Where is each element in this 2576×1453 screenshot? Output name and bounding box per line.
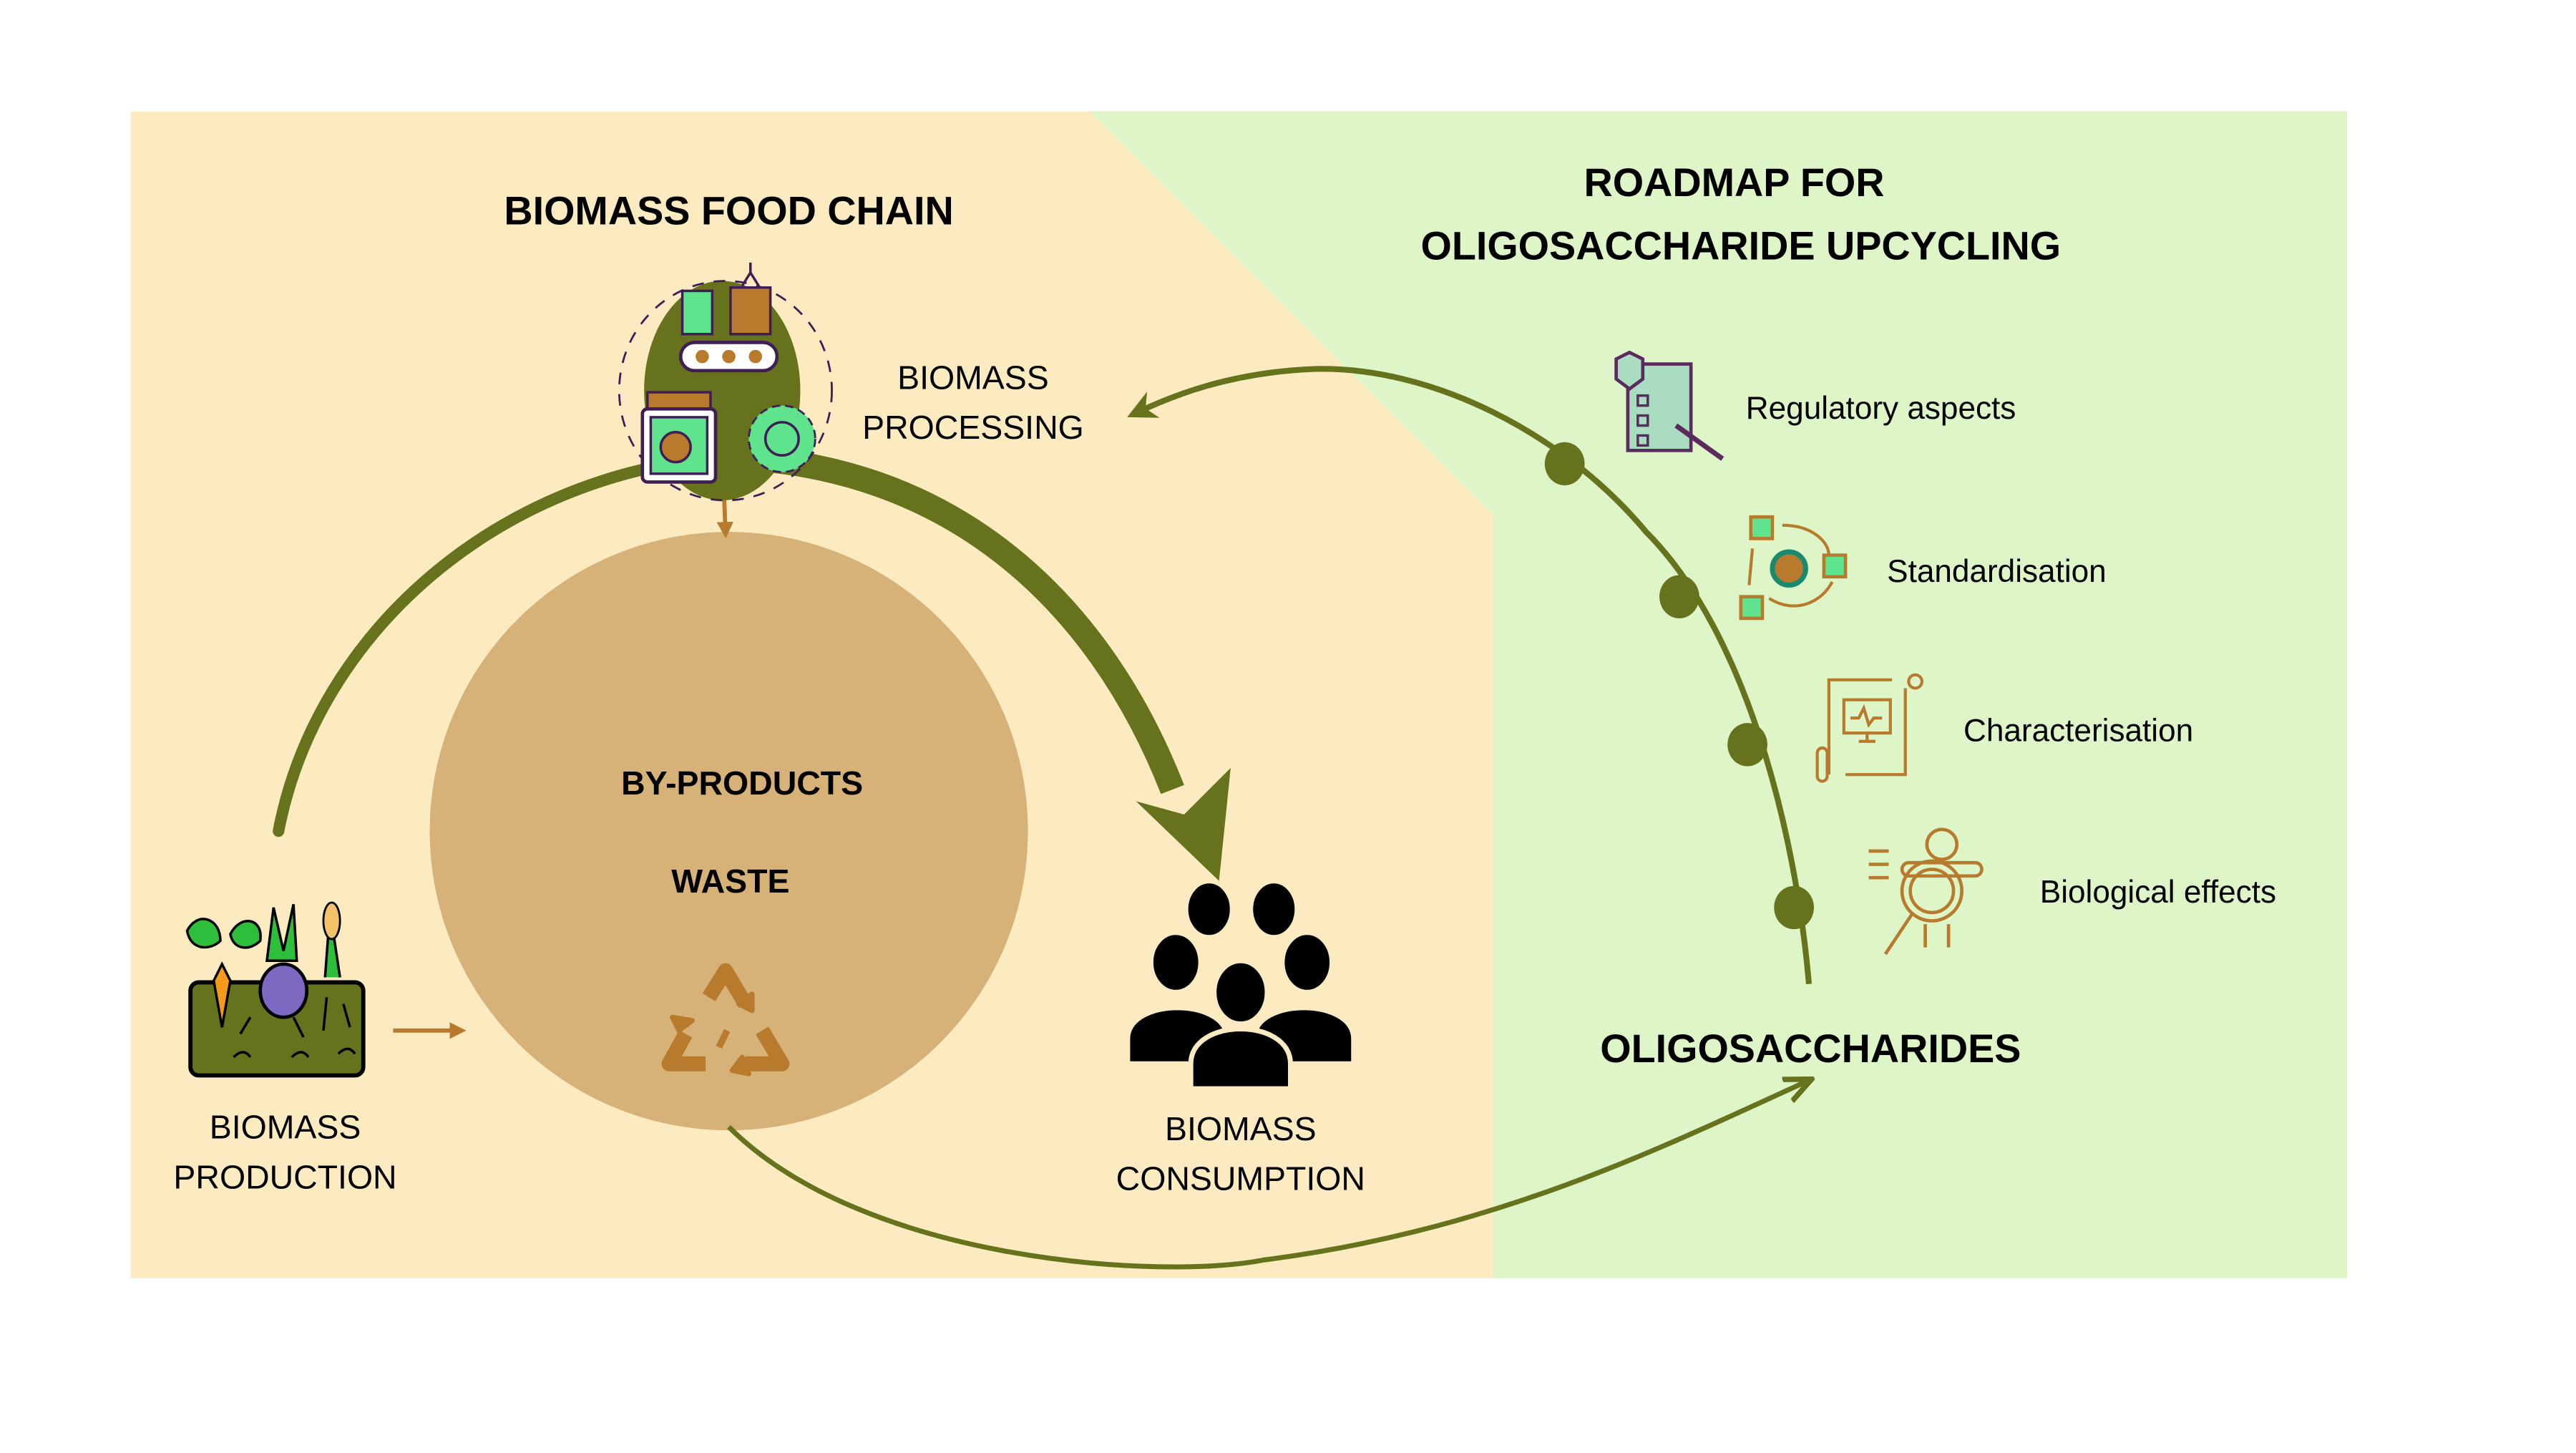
characterisation-monitor-icon — [1815, 673, 1924, 783]
roadmap-node-4 — [1774, 885, 1814, 930]
regulatory-checklist-gavel-icon — [1614, 350, 1724, 461]
oligosaccharides-label: OLIGOSACCHARIDES — [1600, 1026, 2021, 1071]
biomass-consumption-people-icon — [1125, 878, 1357, 1092]
roadmap-title-line2: OLIGOSACCHARIDE UPCYCLING — [1420, 223, 2061, 268]
food-chain-arc-right — [723, 444, 1184, 794]
roadmap-title-line1: ROADMAP FOR — [1584, 160, 1885, 205]
processing-label-line2: PROCESSING — [862, 409, 1084, 446]
byproducts-label: BY-PRODUCTS — [621, 764, 863, 802]
roadmap-node-2 — [1659, 575, 1699, 618]
production-label-line1: BIOMASS — [210, 1109, 361, 1146]
processing-label-line1: BIOMASS — [897, 359, 1049, 396]
step-label-biological-effects: Biological effects — [2040, 875, 2276, 910]
consumption-label-line1: BIOMASS — [1165, 1110, 1317, 1147]
biomass-production-icon — [185, 901, 366, 1078]
consumption-label-line2: CONSUMPTION — [1116, 1160, 1365, 1197]
biomass-processing-icon — [618, 262, 833, 502]
step-label-regulatory: Regulatory aspects — [1746, 391, 2016, 426]
recycle-icon — [661, 963, 790, 1077]
waste-label: WASTE — [671, 862, 789, 900]
step-label-characterisation: Characterisation — [1963, 714, 2193, 749]
food-chain-arrowhead — [1136, 767, 1231, 881]
byproducts-circle — [429, 532, 1028, 1131]
food-chain-arc-left — [273, 451, 730, 837]
roadmap-node-1 — [1544, 442, 1585, 486]
roadmap-node-3 — [1727, 723, 1767, 767]
biological-effects-body-magnifier-icon — [1868, 827, 1984, 956]
standardisation-gear-cycle-icon — [1739, 515, 1848, 621]
production-label-line2: PRODUCTION — [173, 1158, 396, 1195]
food-chain-title: BIOMASS FOOD CHAIN — [504, 189, 953, 233]
step-label-standardisation: Standardisation — [1887, 554, 2107, 589]
waste-to-oligosaccharides-arrow — [727, 1080, 1809, 1270]
